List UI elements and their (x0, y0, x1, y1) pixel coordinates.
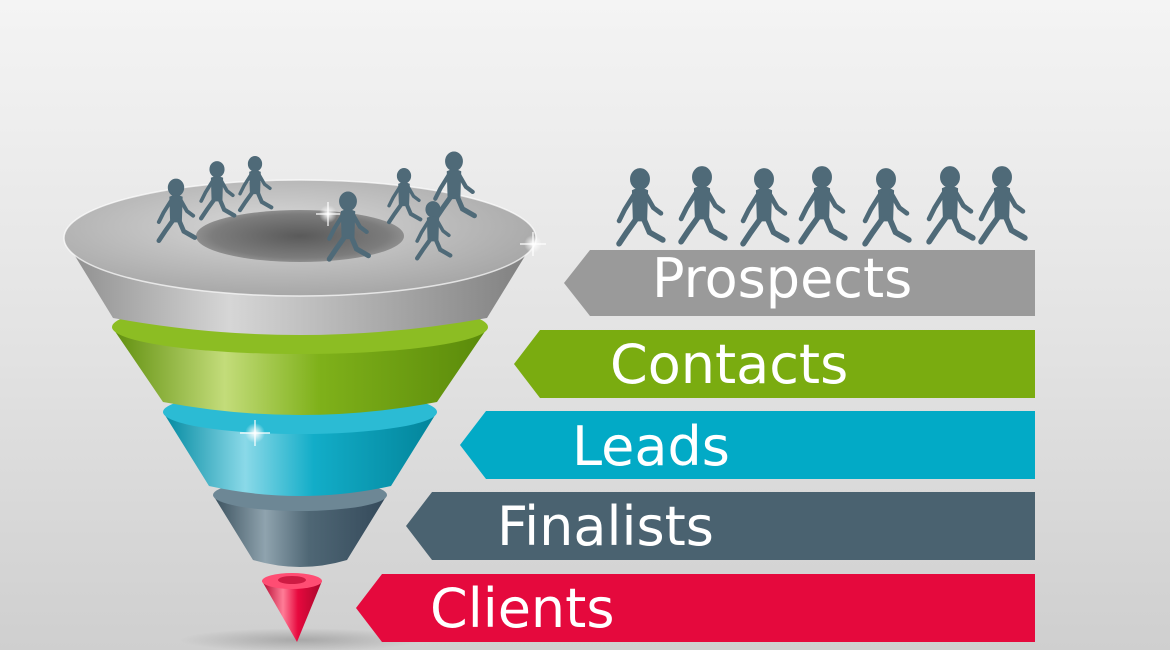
runner-figure (801, 167, 845, 242)
runner-figure (865, 169, 909, 244)
runners-row (619, 167, 1025, 244)
runner-figure (743, 169, 787, 244)
runner-figure (981, 167, 1025, 242)
runner-figure (619, 169, 663, 244)
sparkle-effects (240, 202, 546, 446)
stage-label: Prospects (652, 247, 912, 310)
stage-arrow-shape (356, 574, 1035, 642)
stage-label: Leads (572, 415, 730, 478)
runner-figure (681, 167, 725, 242)
stage-arrow-finalists: Finalists (406, 492, 1035, 560)
stage-arrow-clients: Clients (356, 574, 1035, 642)
stage-label: Clients (430, 577, 614, 640)
stage-label: Contacts (610, 333, 848, 396)
stage-arrow-shape (564, 250, 1035, 316)
stage-arrow-shape (406, 492, 1035, 560)
stage-arrow-prospects: Prospects (564, 247, 1035, 316)
stage-arrow-shape (514, 330, 1035, 398)
stage-arrow-leads: Leads (460, 411, 1035, 479)
stage-arrow-contacts: Contacts (514, 330, 1035, 398)
stage-arrow-shape (460, 411, 1035, 479)
funnel-segment-prospects (63, 179, 537, 335)
funnel-shadow (180, 628, 420, 650)
funnel (63, 179, 546, 642)
runner-figure (929, 167, 973, 242)
funnel-segment-clients (262, 573, 322, 642)
stage-label: Finalists (497, 495, 714, 558)
